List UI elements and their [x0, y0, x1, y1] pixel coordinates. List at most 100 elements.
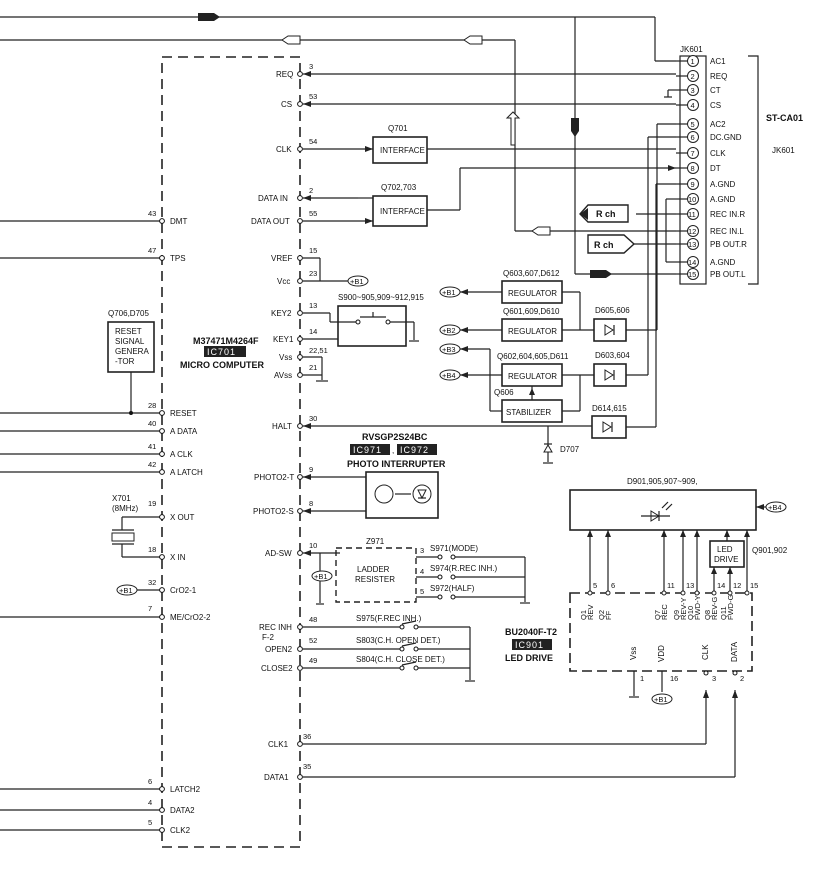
- svg-text:Q601,609,D610: Q601,609,D610: [503, 307, 560, 316]
- svg-text:PHOTO2-T: PHOTO2-T: [254, 473, 294, 482]
- ic701-label: M37471M4264F IC701 MICRO COMPUTER: [180, 336, 264, 370]
- jk601-pin-name: CLK: [710, 149, 726, 158]
- svg-text:5: 5: [148, 818, 152, 827]
- svg-text:5: 5: [420, 587, 424, 596]
- svg-text:S971(MODE): S971(MODE): [430, 544, 478, 553]
- svg-text:R ch: R ch: [594, 240, 614, 250]
- svg-text:D605,606: D605,606: [595, 306, 630, 315]
- svg-text:S803(C.H. OPEN DET.): S803(C.H. OPEN DET.): [356, 636, 441, 645]
- svg-text:TPS: TPS: [170, 254, 186, 263]
- svg-text:7: 7: [148, 604, 152, 613]
- jk601-pin-num: 13: [688, 240, 696, 249]
- svg-text:LATCH2: LATCH2: [170, 785, 201, 794]
- svg-text:+B4: +B4: [768, 503, 782, 512]
- svg-text:IC901: IC901: [515, 640, 544, 650]
- ic901-pin-node: [680, 590, 686, 596]
- st-ca01: ST-CA01 JK601: [748, 55, 803, 285]
- svg-text:15: 15: [309, 246, 317, 255]
- svg-text:CLOSE2: CLOSE2: [261, 664, 293, 673]
- photo-interrupter: RVSGP2S24BC IC971 , IC972 PHOTO INTERRUP…: [347, 432, 446, 519]
- jk601-pin-num: 4: [691, 101, 695, 110]
- switches-s975-s803-s804: S975(F.REC INH.) S803(C.H. OPEN DET.) S8…: [356, 614, 445, 671]
- svg-text:CLK2: CLK2: [170, 826, 191, 835]
- svg-text:D614,615: D614,615: [592, 404, 627, 413]
- svg-text:DRIVE: DRIVE: [714, 555, 738, 564]
- b1-vcc: +B1: [347, 275, 369, 287]
- ic901-pin-label: FF: [604, 610, 613, 620]
- svg-text:+B1: +B1: [350, 277, 364, 286]
- svg-text:JK601: JK601: [772, 146, 795, 155]
- jk601-pin-num: 10: [688, 195, 696, 204]
- jk601-pin-num: 15: [688, 270, 696, 279]
- ic901-pin-node: [744, 590, 750, 596]
- svg-text:A DATA: A DATA: [170, 427, 198, 436]
- svg-text:D707: D707: [560, 445, 580, 454]
- ic901-pin-label: Q9: [672, 610, 681, 620]
- jk601-pin-num: 2: [691, 72, 695, 81]
- svg-text:Q901,902: Q901,902: [752, 546, 788, 555]
- svg-text:CS: CS: [281, 100, 292, 109]
- svg-text:PHOTO INTERRUPTER: PHOTO INTERRUPTER: [347, 459, 446, 469]
- svg-text:+B1: +B1: [314, 572, 328, 581]
- svg-text:STABILIZER: STABILIZER: [506, 408, 551, 417]
- svg-text:10: 10: [309, 541, 317, 550]
- ic901-pin-num: 13: [686, 581, 694, 590]
- jk601-pin-name: REQ: [710, 72, 727, 81]
- svg-text:(8MHz): (8MHz): [112, 504, 139, 513]
- svg-text:LED: LED: [717, 545, 733, 554]
- svg-text:3: 3: [712, 674, 716, 683]
- svg-text:43: 43: [148, 209, 156, 218]
- svg-text:REGULATOR: REGULATOR: [508, 327, 557, 336]
- ic901-pin-num: 12: [733, 581, 741, 590]
- svg-text:Vss: Vss: [279, 353, 292, 362]
- svg-text:IC972: IC972: [400, 445, 429, 455]
- svg-text:INTERFACE: INTERFACE: [380, 146, 425, 155]
- svg-text:41: 41: [148, 442, 156, 451]
- key-switches: S900~905,909~912,915: [329, 293, 424, 347]
- svg-text:VREF: VREF: [271, 254, 292, 263]
- b1-cro2: +B1: [116, 584, 138, 596]
- svg-text:2: 2: [740, 674, 744, 683]
- jk601-pin-name: AC2: [710, 120, 726, 129]
- svg-text:Vss: Vss: [629, 647, 638, 660]
- svg-text:DATA2: DATA2: [170, 806, 195, 815]
- svg-text:PHOTO2-S: PHOTO2-S: [253, 507, 294, 516]
- svg-text:F-2: F-2: [262, 633, 275, 642]
- svg-text:+B4: +B4: [442, 371, 456, 380]
- svg-text:MICRO COMPUTER: MICRO COMPUTER: [180, 360, 264, 370]
- ic901-pin-node: [661, 590, 667, 596]
- top-bus: [0, 13, 655, 45]
- svg-text:D901,905,907~909,: D901,905,907~909,: [627, 477, 698, 486]
- svg-text:DATA OUT: DATA OUT: [251, 217, 290, 226]
- interface-q702: Q702,703 INTERFACE: [372, 165, 676, 227]
- jk601-pin-num: 12: [688, 227, 696, 236]
- svg-text:,: ,: [392, 446, 394, 455]
- svg-text:REGULATOR: REGULATOR: [508, 372, 557, 381]
- svg-text:+B1: +B1: [442, 288, 456, 297]
- svg-text:3: 3: [309, 62, 313, 71]
- ic901-pin-node: [711, 590, 717, 596]
- jk601-pin-num: 11: [688, 210, 696, 219]
- svg-text:HALT: HALT: [272, 422, 292, 431]
- svg-text:CrO2-1: CrO2-1: [170, 586, 197, 595]
- svg-text:23: 23: [309, 269, 317, 278]
- ic901-pin-label: Q11: [719, 606, 728, 620]
- svg-text:X OUT: X OUT: [170, 513, 195, 522]
- jk601-pin-num: 6: [691, 133, 695, 142]
- svg-text:13: 13: [309, 301, 317, 310]
- ic901-pin-arrow: [694, 530, 700, 537]
- svg-text:54: 54: [309, 137, 317, 146]
- ic901-pin-label: REV-G: [710, 596, 719, 620]
- svg-text:30: 30: [309, 414, 317, 423]
- svg-text:X701: X701: [112, 494, 131, 503]
- ic901-pin-arrow: [744, 530, 750, 537]
- jk601-pin-name: REC IN.L: [710, 227, 744, 236]
- svg-text:2: 2: [309, 186, 313, 195]
- left-pins: 43 DMT 47 TPS 28 RESET 40 A DATA 41 A CL…: [0, 209, 211, 835]
- svg-text:+B1: +B1: [654, 695, 668, 704]
- ic901-pin-label: Q7: [653, 610, 662, 620]
- svg-text:14: 14: [309, 327, 317, 336]
- svg-text:GENERA: GENERA: [115, 347, 149, 356]
- ic901-pin-num: 14: [717, 581, 725, 590]
- jk601-pin-num: 5: [691, 120, 695, 129]
